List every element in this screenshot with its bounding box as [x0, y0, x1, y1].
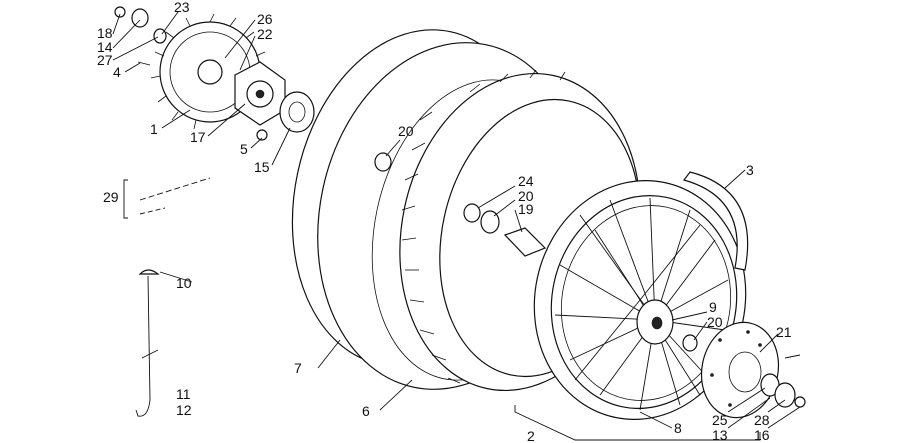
label-1: 1	[150, 121, 158, 137]
label-2: 2	[527, 428, 535, 443]
label-15: 15	[254, 159, 270, 175]
label-25: 25	[712, 412, 728, 428]
spoke	[135, 269, 160, 417]
label-26: 26	[257, 11, 273, 27]
label-3: 3	[746, 162, 754, 178]
label-4: 4	[113, 64, 121, 80]
label-17: 17	[190, 129, 206, 145]
label-21: 21	[776, 324, 792, 340]
bearing	[682, 334, 698, 352]
label-11: 11	[176, 386, 191, 402]
label-10: 10	[176, 275, 192, 291]
rim-assembly	[533, 180, 747, 420]
nut	[256, 129, 268, 141]
callout-labels: 18 14 27 4 23 26 22 1 17 5 15 20 29 10 1…	[97, 0, 792, 443]
label-29: 29	[103, 189, 119, 205]
washer	[794, 396, 806, 408]
label-7: 7	[294, 360, 302, 376]
cush-drive-damper	[279, 91, 315, 133]
axle-spacer	[503, 227, 547, 257]
label-20-b: 20	[518, 188, 534, 204]
sprocket-carrier	[234, 61, 286, 126]
label-27: 27	[97, 52, 113, 68]
washer	[114, 6, 126, 18]
bearing	[374, 152, 392, 172]
label-8: 8	[674, 420, 682, 436]
label-22: 22	[257, 26, 273, 42]
label-16: 16	[754, 427, 770, 443]
label-24: 24	[518, 173, 534, 189]
label-9: 9	[709, 299, 717, 315]
guard-arc	[682, 171, 749, 271]
bearing	[480, 210, 500, 234]
bushing	[131, 8, 149, 28]
spacer	[774, 382, 796, 408]
label-19: 19	[518, 201, 534, 217]
label-23: 23	[174, 0, 190, 15]
chain	[123, 177, 211, 219]
label-14: 14	[97, 39, 113, 55]
label-5: 5	[240, 141, 248, 157]
label-13: 13	[712, 427, 728, 443]
label-12: 12	[176, 402, 192, 418]
label-20-c: 20	[707, 314, 723, 330]
label-6: 6	[362, 403, 370, 419]
label-18: 18	[97, 25, 113, 41]
label-28: 28	[754, 412, 770, 428]
label-20-a: 20	[398, 123, 414, 139]
bearing	[463, 203, 481, 223]
